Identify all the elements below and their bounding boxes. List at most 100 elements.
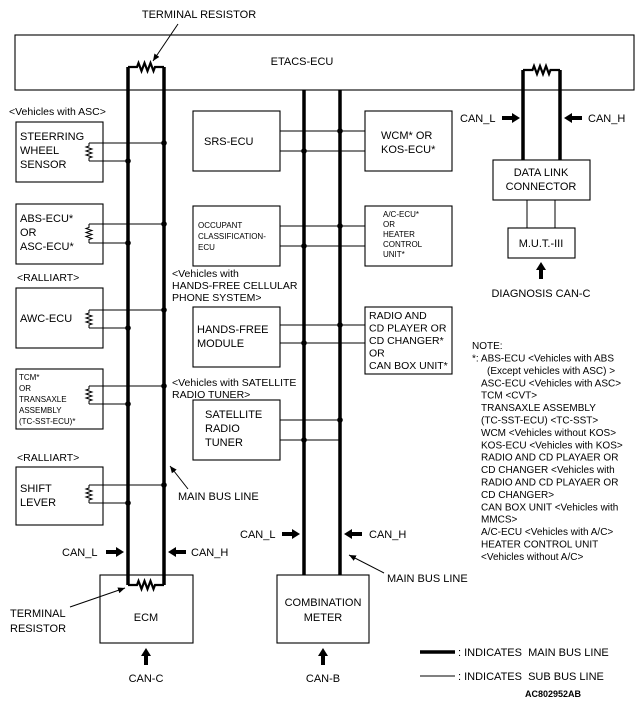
satellite-radio-tuner-condition: RADIO TUNER> <box>172 389 250 401</box>
radio-cd-player-can-box-unit-label: OR <box>369 348 385 360</box>
occupant-classification-ecu-label: ECU <box>198 243 215 252</box>
legend-sub-bus-label: : INDICATES SUB BUS LINE <box>458 671 604 683</box>
main-bus-line-label-left: MAIN BUS LINE <box>178 491 259 503</box>
junction-dot <box>125 401 131 407</box>
steering-wheel-sensor-terminating-resistor <box>84 143 94 161</box>
radio-cd-player-can-box-unit-label: CD PLAYER OR <box>369 323 447 335</box>
srs-ecu-box <box>192 110 281 172</box>
junction-dot <box>161 307 167 313</box>
shift-lever-label: LEVER <box>20 497 56 509</box>
note-line: CAN BOX UNIT <Vehicles with <box>481 502 618 513</box>
can-l-arrow-diagnosis <box>502 113 520 123</box>
junction-dot <box>337 322 343 328</box>
note-line: MMCS> <box>481 515 518 526</box>
can-b-label: CAN-B <box>306 673 340 685</box>
tcm-transaxle-assembly-box <box>15 368 104 430</box>
satellite-radio-tuner-box <box>192 399 281 461</box>
can-h-label-meter: CAN_H <box>369 529 406 541</box>
junction-dot <box>161 482 167 488</box>
ac-ecu-heater-control-unit-box <box>364 205 453 267</box>
junction-dot <box>337 128 343 134</box>
junction-dot <box>125 325 131 331</box>
junction-dot <box>161 221 167 227</box>
ac-ecu-heater-control-unit-label: CONTROL <box>383 240 423 249</box>
terminal-resistor-label-bottom: TERMINAL <box>10 608 66 620</box>
ecm-label: ECM <box>134 612 158 624</box>
tcm-transaxle-assembly-label: OR <box>19 384 31 393</box>
can-l-label-ecm: CAN_L <box>62 547 97 559</box>
combination-meter-label: METER <box>304 612 343 624</box>
main-bus-line-leader-left <box>169 465 189 490</box>
note-line: *: ABS-ECU <Vehicles with ABS <box>472 354 614 365</box>
junction-dot <box>301 243 307 249</box>
junction-dot <box>125 240 131 246</box>
steering-wheel-sensor-label: STEERRING <box>20 131 84 143</box>
junction-dot <box>125 500 131 506</box>
main-bus-line-leader-center <box>348 554 385 574</box>
shift-lever-box <box>15 466 104 526</box>
can-b-up-arrow <box>318 648 328 665</box>
abs-asc-ecu-label: ABS-ECU* <box>20 213 74 225</box>
junction-dot <box>301 148 307 154</box>
diagnosis-can-c-label: DIAGNOSIS CAN-C <box>491 288 590 300</box>
can-h-label-diagnosis: CAN_H <box>588 113 625 125</box>
etacs-ecu-box <box>14 34 635 91</box>
terminal-resistor-diagnosis <box>523 62 560 78</box>
note-line: <Vehicles without A/C> <box>481 552 583 563</box>
can-l-label-meter: CAN_L <box>240 529 275 541</box>
note-line: CD CHANGER> <box>481 490 554 501</box>
awc-ecu-condition: <RALLIART> <box>17 272 79 284</box>
steering-wheel-sensor-label: SENSOR <box>20 159 67 171</box>
steering-wheel-sensor-condition: <Vehicles with ASC> <box>9 106 106 118</box>
steering-wheel-sensor-box <box>15 121 104 183</box>
ac-ecu-heater-control-unit-label: HEATER <box>383 230 415 239</box>
can-l-arrow-ecm <box>106 547 124 557</box>
note-line: RADIO AND CD PLAYAER OR <box>481 453 618 464</box>
note-line: TRANSAXLE ASSEMBLY <box>481 403 596 414</box>
terminal-resistor-label-top: TERMINAL RESISTOR <box>142 9 256 21</box>
terminal-resistor-leader-bottom <box>69 587 126 608</box>
note-line: ASC-ECU <Vehicles with ASC> <box>481 378 621 389</box>
note-line: HEATER CONTROL UNIT <box>481 540 598 551</box>
occupant-classification-ecu-label: OCCUPANT <box>198 221 242 230</box>
main-bus-line-label-center: MAIN BUS LINE <box>387 573 468 585</box>
terminal-resistor-etacs <box>128 59 164 75</box>
abs-asc-ecu-label: OR <box>20 227 37 239</box>
hands-free-module-condition: PHONE SYSTEM> <box>172 292 262 304</box>
junction-dot <box>337 417 343 423</box>
can-l-arrow-meter <box>282 529 300 539</box>
can-c-label: CAN-C <box>129 673 164 685</box>
junction-dot <box>301 340 307 346</box>
shift-lever-label: SHIFT <box>20 483 52 495</box>
radio-cd-player-can-box-unit-label: CD CHANGER* <box>369 335 444 347</box>
tcm-transaxle-assembly-label: TCM* <box>19 373 39 382</box>
tcm-transaxle-assembly-label: (TC-SST-ECU)* <box>19 417 75 426</box>
note-line: KOS-ECU <Vehicles with KOS> <box>481 440 623 451</box>
ecm-box <box>99 574 194 644</box>
note-line: TCM <CVT> <box>481 391 537 402</box>
awc-ecu-box <box>15 287 104 349</box>
can-h-arrow-ecm <box>168 547 186 557</box>
srs-ecu-label: SRS-ECU <box>204 136 254 148</box>
diagnosis-up-arrow <box>536 262 546 279</box>
satellite-radio-tuner-label: RADIO <box>205 423 240 435</box>
ac-ecu-heater-control-unit-label: A/C-ECU* <box>383 210 419 219</box>
note-line: (Except vehicles with ASC) > <box>487 366 615 377</box>
data-link-connector-label: CONNECTOR <box>506 181 577 193</box>
tcm-transaxle-assembly-label: ASSEMBLY <box>19 406 62 415</box>
satellite-radio-tuner-label: TUNER <box>205 437 243 449</box>
note-line: (TC-SST-ECU) <TC-SST> <box>481 416 598 427</box>
wcm-kos-ecu-label: KOS-ECU* <box>381 144 436 156</box>
hands-free-module-label: MODULE <box>197 338 244 350</box>
can-h-label-ecm: CAN_H <box>191 547 228 559</box>
steering-wheel-sensor-label: WHEEL <box>20 145 59 157</box>
wcm-kos-ecu-label: WCM* OR <box>381 130 432 142</box>
hands-free-module-box <box>192 306 281 368</box>
etacs-ecu-label: ETACS-ECU <box>271 56 334 68</box>
abs-asc-ecu-box <box>15 203 104 265</box>
hands-free-module-condition: HANDS-FREE CELLULAR <box>172 280 298 292</box>
abs-asc-ecu-terminating-resistor <box>84 224 94 243</box>
junction-dot <box>161 140 167 146</box>
